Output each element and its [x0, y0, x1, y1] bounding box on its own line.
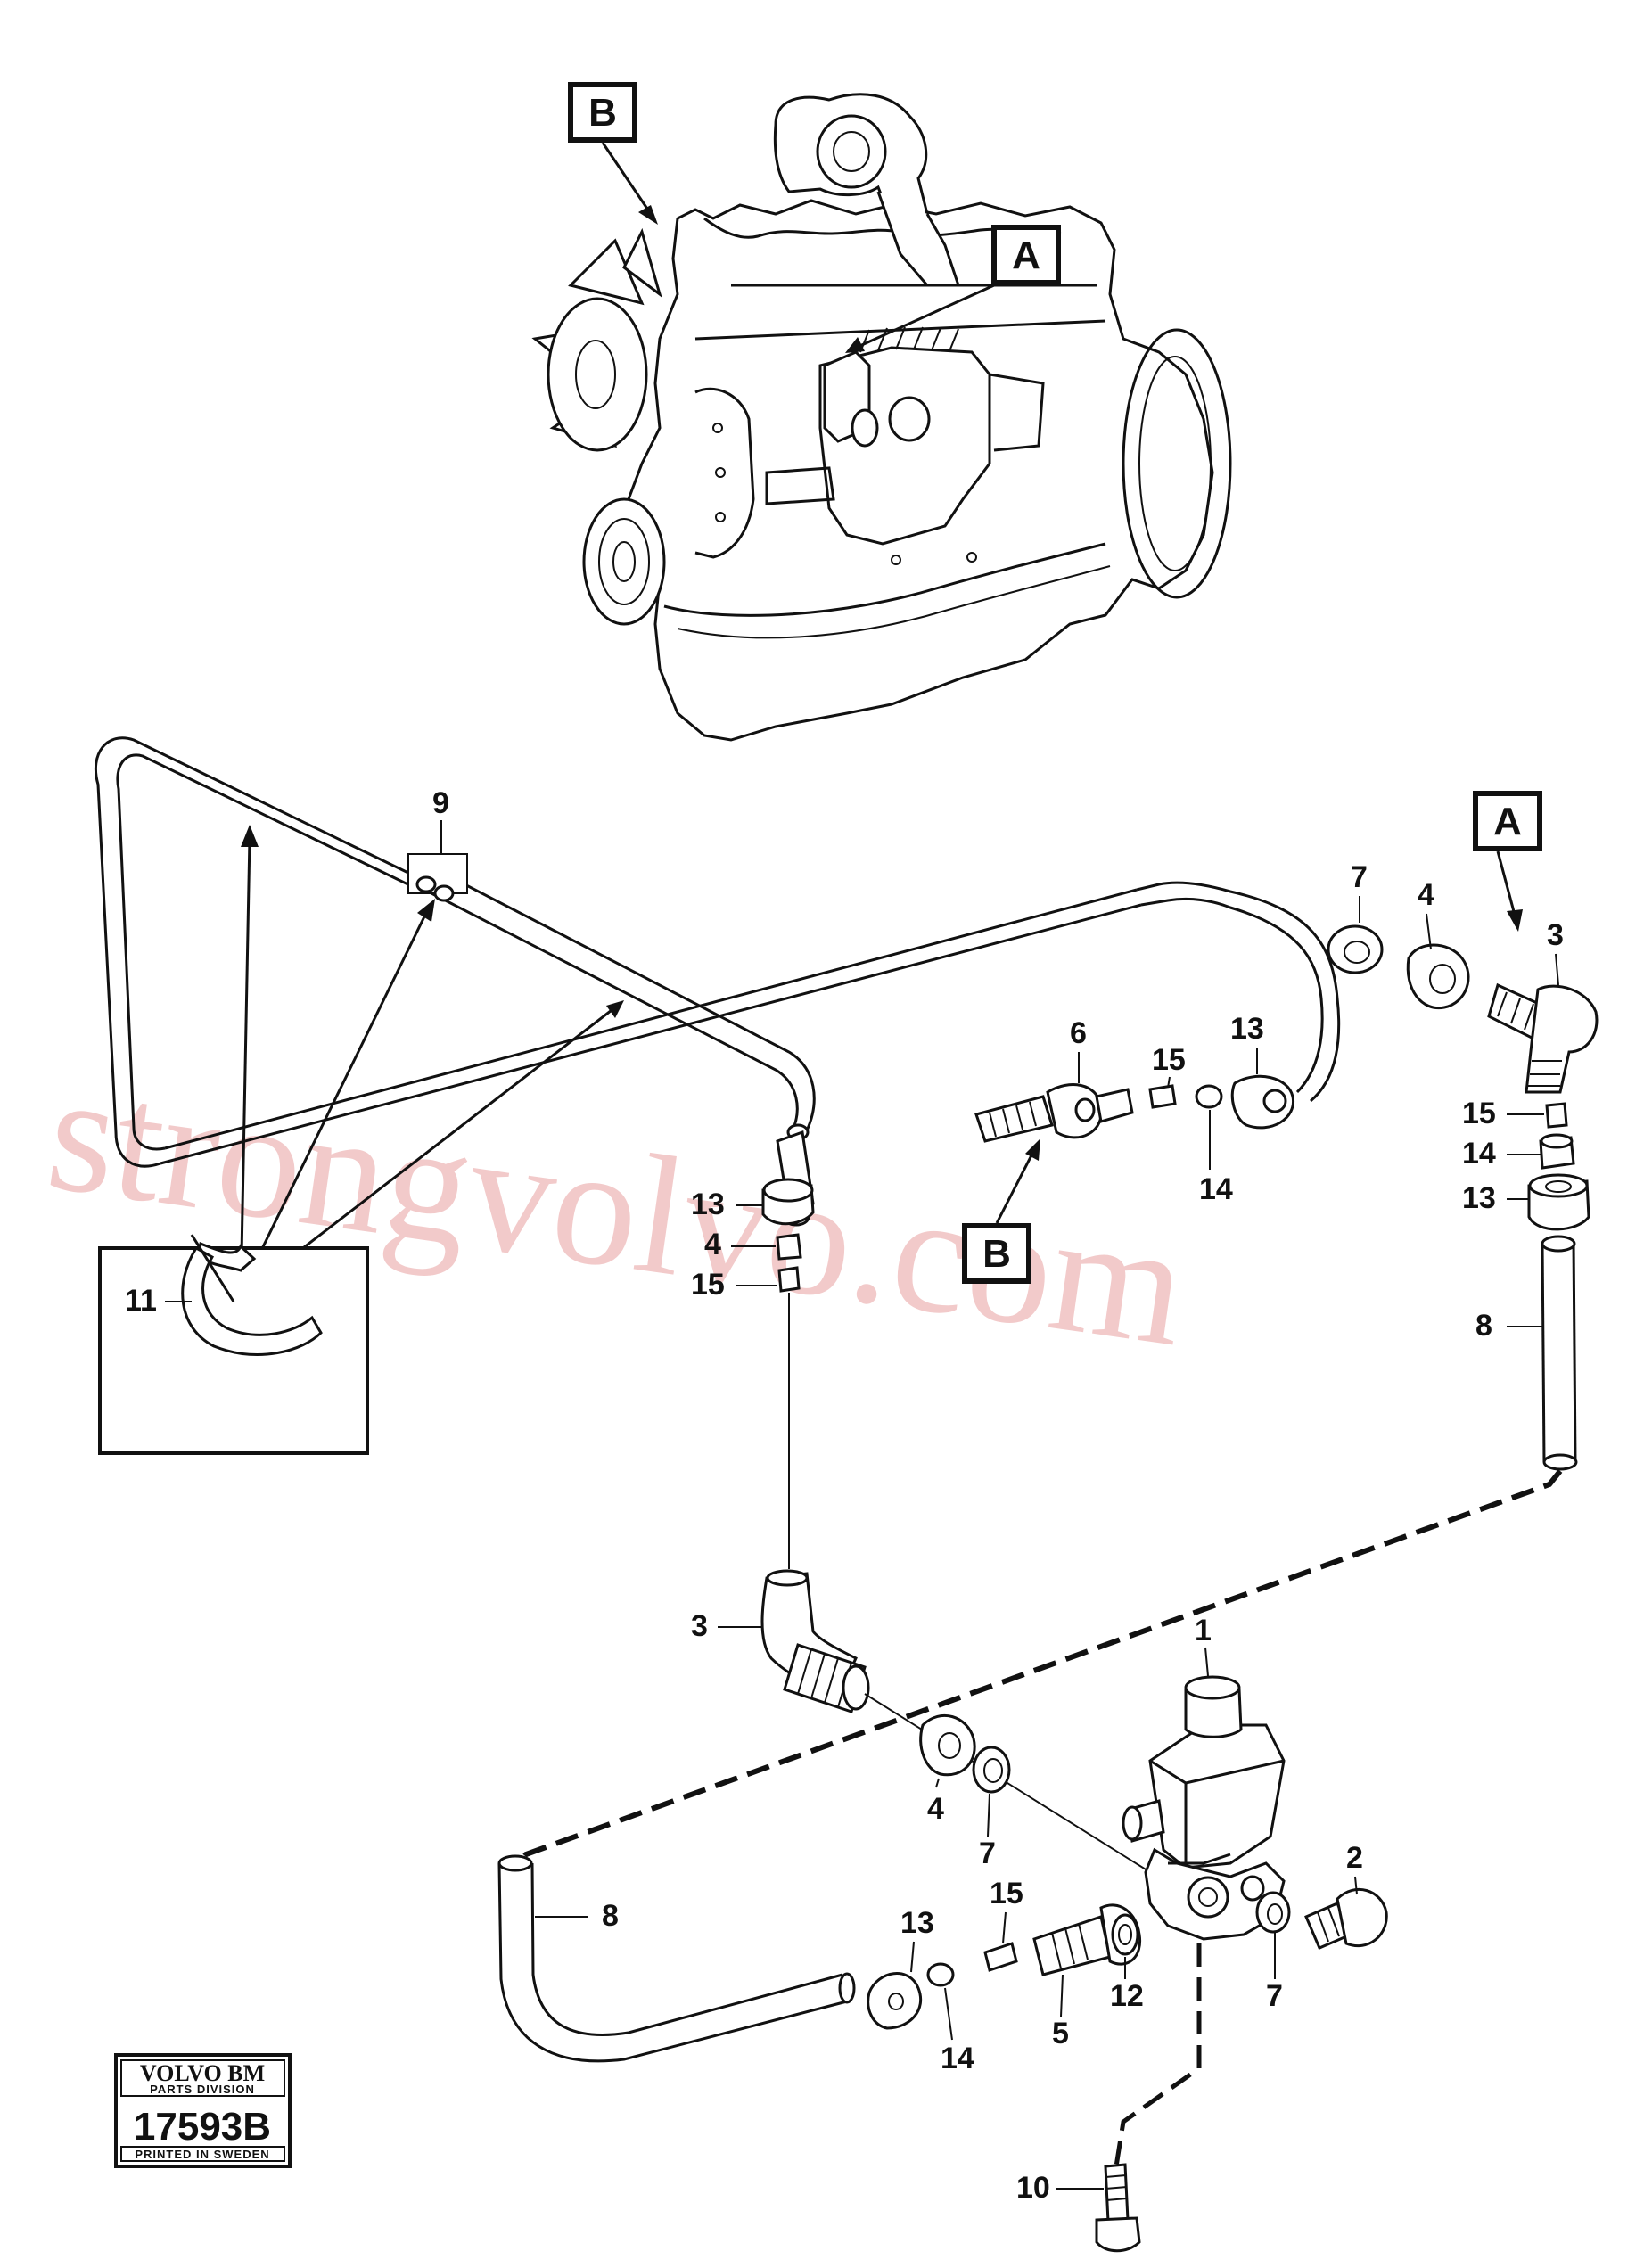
label-15-mid: 15 — [1152, 1043, 1186, 1077]
logo-number: 17593B — [134, 2105, 271, 2149]
label-8-left: 8 — [602, 1899, 619, 1933]
label-6: 6 — [1070, 1016, 1087, 1050]
label-7-bottom: 7 — [979, 1837, 996, 1870]
engine-illustration — [531, 93, 1232, 742]
right-top-fittings: 7 4 3 A — [1327, 791, 1599, 1094]
label-13-bottom-right: 13 — [1462, 1181, 1496, 1215]
arrow-head — [417, 899, 435, 922]
hose-8-left: 8 — [497, 1854, 856, 2063]
label-4-left: 4 — [704, 1228, 721, 1261]
bolt-10: 10 — [1016, 1943, 1202, 2253]
logo-printed: PRINTED IN SWEDEN — [135, 2148, 269, 2161]
label-1: 1 — [1195, 1614, 1212, 1648]
right-column-fittings: 15 14 13 8 — [1462, 1097, 1590, 1471]
label-12: 12 — [1110, 1979, 1144, 2013]
label-15-bottom: 15 — [990, 1877, 1023, 1911]
label-5: 5 — [1052, 2017, 1069, 2050]
arrow-head — [1507, 909, 1523, 932]
label-13-mid: 13 — [691, 1187, 725, 1221]
plug-2: 2 7 — [1255, 1841, 1388, 2013]
label-3-top: 3 — [1547, 918, 1564, 952]
label-3-bottom: 3 — [691, 1609, 708, 1643]
pipe-9 — [94, 736, 1341, 1303]
label-13-right: 13 — [1230, 1012, 1264, 1046]
label-4-bottom: 4 — [927, 1792, 944, 1826]
label-8-right: 8 — [1475, 1309, 1492, 1343]
label-11: 11 — [125, 1284, 157, 1318]
callout-b-engine: B — [568, 82, 658, 225]
label-4-top: 4 — [1418, 878, 1434, 912]
callout-b-engine-letter: B — [588, 91, 617, 135]
volvo-bm-logo: VOLVO BM PARTS DIVISION 17593B PRINTED I… — [114, 2053, 292, 2168]
arrow-head — [606, 1000, 624, 1018]
label-14-mid: 14 — [1199, 1172, 1233, 1206]
label-10: 10 — [1016, 2171, 1050, 2205]
arrow-head — [241, 825, 259, 847]
elbow-3-lower: 3 — [691, 1569, 1151, 1873]
label-7-top: 7 — [1351, 860, 1368, 894]
lower-nut-washer: 4 7 — [919, 1713, 1011, 1870]
label-14-bottom: 14 — [941, 2042, 974, 2075]
callout-a-engine-letter: A — [1012, 234, 1040, 277]
label-13-left: 13 — [900, 1906, 934, 1940]
mid-fittings: 6 15 14 13 B — [962, 1012, 1294, 1284]
callout-a-detail-letter: A — [1493, 800, 1522, 843]
callout-a-engine: A — [845, 225, 1061, 353]
label-15-right: 15 — [1462, 1097, 1496, 1130]
label-15-left: 15 — [691, 1268, 725, 1302]
label-9: 9 — [432, 786, 449, 820]
detail-box-clamp: 11 — [98, 1234, 369, 1455]
dashed-connection — [513, 1469, 1563, 1869]
arrow-head — [1025, 1138, 1040, 1161]
lower-fittings: 5 12 15 13 14 — [867, 1877, 1144, 2075]
left-fittings: 13 4 15 9 — [432, 786, 815, 1569]
callout-b-detail-letter: B — [982, 1232, 1011, 1276]
logo-division: PARTS DIVISION — [150, 2083, 255, 2096]
arrow-head — [638, 205, 658, 225]
arrow-head — [845, 337, 865, 353]
label-2: 2 — [1346, 1841, 1363, 1875]
valve-1: 1 — [1122, 1614, 1286, 1941]
label-14-right: 14 — [1462, 1137, 1496, 1171]
label-7-right: 7 — [1266, 1979, 1283, 2013]
logo-brand: VOLVO BM — [140, 2060, 265, 2086]
